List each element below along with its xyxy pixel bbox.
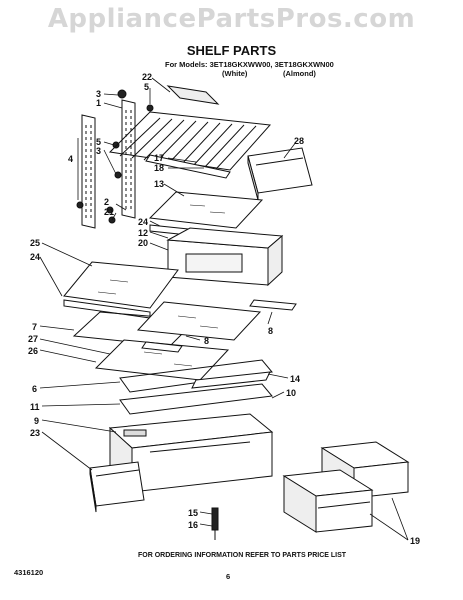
callout-21: 21 — [104, 207, 114, 217]
left-shelf-rails — [76, 89, 154, 229]
callout-25: 25 — [30, 238, 40, 248]
leveling-leg — [211, 507, 219, 540]
variant-almond: (Almond) — [283, 69, 316, 78]
ordering-note: FOR ORDERING INFORMATION REFER TO PARTS … — [138, 552, 347, 559]
shelf-27-26 — [94, 339, 230, 381]
glass-shelf-25 — [63, 261, 179, 319]
callout-28: 28 — [294, 136, 304, 146]
callout-22: 22 — [142, 72, 152, 82]
door-bin-28 — [247, 147, 313, 201]
callout-11: 11 — [30, 402, 40, 412]
document-number: 4316120 — [14, 568, 44, 577]
glass-shelf-middle — [136, 301, 262, 341]
callout-5: 5 — [96, 137, 101, 147]
callout-26: 26 — [28, 346, 38, 356]
callout-27: 27 — [28, 334, 38, 344]
page-number: 6 — [226, 572, 231, 581]
model-numbers: For Models: 3ET18GKXWW00, 3ET18GKXWN00 — [165, 60, 334, 69]
callout-10: 10 — [286, 388, 296, 398]
callout-24: 24 — [30, 252, 40, 262]
variant-white: (White) — [222, 69, 248, 78]
crisper-cover — [108, 413, 274, 494]
callout-3: 3 — [96, 146, 101, 156]
diagram-title: SHELF PARTS — [186, 43, 277, 58]
callout-8: 8 — [268, 326, 273, 336]
watermark: AppliancePartsPros.com — [47, 4, 416, 34]
callout-24: 24 — [138, 217, 148, 227]
callout-20: 20 — [138, 238, 148, 248]
callout-4: 4 — [68, 154, 73, 164]
callout-6: 6 — [32, 384, 37, 394]
callout-12: 12 — [138, 228, 148, 238]
door-bin-23 — [89, 461, 145, 513]
callout-1: 1 — [96, 98, 101, 108]
callout-3: 3 — [96, 89, 101, 99]
callout-14: 14 — [290, 374, 300, 384]
callout-15: 15 — [188, 508, 198, 518]
callout-2: 2 — [104, 197, 109, 207]
callout-7: 7 — [32, 322, 37, 332]
callout-17: 17 — [154, 153, 164, 163]
crisper-drawers-19 — [282, 441, 410, 533]
callout-19: 19 — [410, 536, 420, 546]
callout-18: 18 — [154, 163, 164, 173]
callout-5: 5 — [144, 82, 149, 92]
callout-8: 8 — [204, 336, 209, 346]
callout-16: 16 — [188, 520, 198, 530]
callout-9: 9 — [34, 416, 39, 426]
callout-numbers: 22 5 3 1 4 5 3 2 21 28 17 18 13 24 12 20… — [28, 72, 420, 546]
callout-leader-lines — [39, 77, 409, 541]
callout-13: 13 — [154, 179, 164, 189]
callout-23: 23 — [30, 428, 40, 438]
wire-shelf — [108, 85, 272, 179]
shelf-6-11 — [119, 359, 273, 415]
meat-pan-20 — [166, 227, 284, 287]
